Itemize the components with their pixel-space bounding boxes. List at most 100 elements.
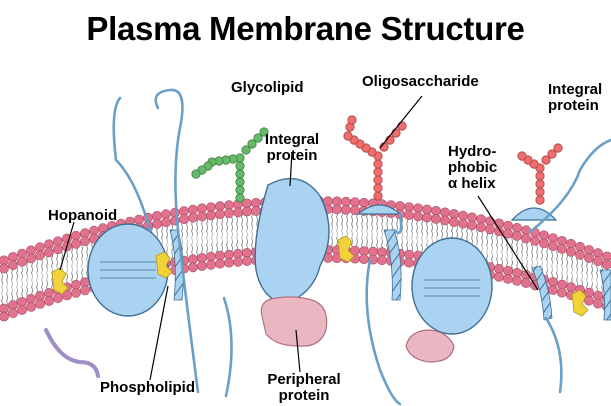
lipid-head-inner <box>404 258 413 267</box>
lipid-head-outer <box>593 257 602 266</box>
lipid-head-outer <box>53 245 62 254</box>
peripheral-protein-right <box>406 330 454 362</box>
label-peripheral-protein: Peripheral protein <box>254 372 354 404</box>
lipid-head-outer <box>206 211 215 220</box>
lipid-head-inner <box>35 299 44 308</box>
oligosaccharide-residue <box>398 122 406 130</box>
integral-protein-right <box>412 238 492 334</box>
oligosaccharide-residue <box>348 116 356 124</box>
lipid-head-inner <box>71 288 80 297</box>
lipid-head-inner <box>188 263 197 272</box>
lipid-head-outer <box>71 239 80 248</box>
lipid-head-outer <box>161 218 170 227</box>
label-integral-protein-center: Integral protein <box>262 132 322 164</box>
lipid-head-outer <box>530 236 539 245</box>
lipid-head-inner <box>557 288 566 297</box>
oligosaccharide-residue <box>554 144 562 152</box>
oligosaccharide-residue <box>392 129 400 137</box>
lipid-head-outer <box>17 257 26 266</box>
lipid-head-outer <box>242 207 251 216</box>
lipid-head-outer <box>404 211 413 220</box>
lipid-head-inner <box>593 299 602 308</box>
oligosaccharide-residue <box>536 180 544 188</box>
lipid-head-outer <box>485 225 494 234</box>
lipid-head-outer <box>332 205 341 214</box>
lipid-head-outer <box>449 217 458 226</box>
lipid-head-outer <box>26 254 35 263</box>
oligosaccharide-residue <box>374 168 382 176</box>
lipid-head-inner <box>521 278 530 287</box>
lipid-head-outer <box>80 237 89 246</box>
label-peripheral-protein-line2: protein <box>254 388 354 404</box>
integral-protein-center-group <box>255 179 329 347</box>
lipid-head-inner <box>359 255 368 264</box>
integral-protein-center <box>255 179 329 304</box>
glycolipid-residue <box>236 162 244 170</box>
purple-strand <box>46 330 98 376</box>
lipid-head-inner <box>512 276 521 285</box>
lipid-head-outer <box>152 219 161 228</box>
lipid-head-outer <box>566 247 575 256</box>
label-oligosaccharide: Oligosaccharide <box>362 74 479 90</box>
lipid-head-outer <box>467 221 476 230</box>
glycolipid-residue <box>236 170 244 178</box>
glycolipid-chain <box>192 128 268 202</box>
oligosaccharide-residue <box>536 172 544 180</box>
lipid-head-inner <box>206 260 215 269</box>
glycolipid-residue <box>236 178 244 186</box>
integral-protein-left-group <box>88 224 168 316</box>
oligosaccharide-residue <box>374 176 382 184</box>
lipid-head-outer <box>422 213 431 222</box>
lipid-head-outer <box>575 250 584 259</box>
lipid-head-outer <box>557 244 566 253</box>
oligosaccharide-residue <box>374 192 382 200</box>
lipid-head-inner <box>53 294 62 303</box>
oligosaccharide-residue <box>518 152 526 160</box>
lipid-head-outer <box>440 216 449 225</box>
pointer-oligo <box>380 96 422 148</box>
label-hopanoid: Hopanoid <box>48 208 117 224</box>
lipid-head-outer <box>503 229 512 238</box>
lipid-head-outer <box>548 242 557 251</box>
label-hydrophobic-line2: phobic <box>448 160 497 176</box>
glycolipid-residue <box>236 186 244 194</box>
oligosaccharide-residue <box>344 132 352 140</box>
lipid-head-inner <box>242 256 251 265</box>
label-glycolipid: Glycolipid <box>231 80 304 96</box>
label-integral-protein-right: Integral protein <box>548 82 602 114</box>
lipid-head-outer <box>8 260 17 269</box>
lipid-head-outer <box>224 209 233 218</box>
lipid-head-outer <box>458 219 467 228</box>
page-title: Plasma Membrane Structure <box>0 10 611 48</box>
oligosaccharide-residue <box>374 184 382 192</box>
lipid-head-outer <box>251 206 260 215</box>
lipid-head-outer <box>215 210 224 219</box>
lipid-head-inner <box>197 261 206 270</box>
lipid-head-outer <box>179 215 188 224</box>
lipid-head-outer <box>233 208 242 217</box>
strand-right <box>546 318 561 392</box>
label-hydrophobic-line3: α helix <box>448 176 497 192</box>
label-hydrophobic-line1: Hydro- <box>448 144 497 160</box>
label-integral-protein-right-line1: Integral <box>548 82 602 98</box>
label-integral-protein-center-line2: protein <box>262 148 322 164</box>
lipid-head-outer <box>341 205 350 214</box>
lipid-head-inner <box>44 296 53 305</box>
lipid-head-outer <box>188 213 197 222</box>
lipid-head-inner <box>0 312 9 321</box>
lipid-head-inner <box>224 258 233 267</box>
lipid-head-inner <box>503 274 512 283</box>
label-hydrophobic-helix: Hydro- phobic α helix <box>448 144 497 192</box>
lipid-head-inner <box>233 257 242 266</box>
lipid-head-inner <box>548 285 557 294</box>
lipid-head-outer <box>584 253 593 262</box>
lipid-head-outer <box>476 223 485 232</box>
lipid-head-outer <box>413 212 422 221</box>
strand-far-left <box>114 98 150 230</box>
lipid-head-inner <box>8 309 17 318</box>
lipid-head-inner <box>215 259 224 268</box>
lipid-head-outer <box>539 239 548 248</box>
lipid-head-inner <box>80 286 89 295</box>
label-phospholipid: Phospholipid <box>100 380 195 396</box>
